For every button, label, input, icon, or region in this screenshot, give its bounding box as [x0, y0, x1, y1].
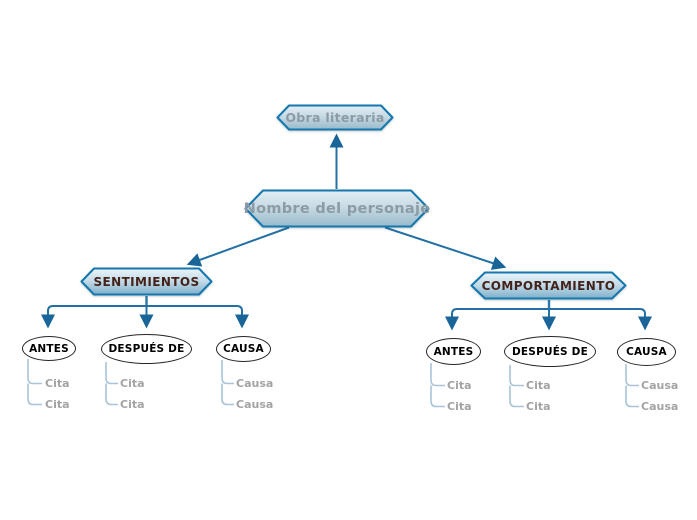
bracket-right-causa — [625, 364, 639, 408]
leaf-causa[interactable]: Causa — [641, 379, 679, 392]
leaf-causa[interactable]: Causa — [236, 398, 274, 411]
hexagon-shape — [244, 189, 430, 228]
leaf-cita[interactable]: Cita — [120, 377, 145, 390]
node-label: ANTES — [433, 345, 474, 358]
node-despues-de-right[interactable]: DESPUÉS DE — [504, 336, 596, 367]
node-label: DESPUÉS DE — [108, 343, 185, 355]
bracket-left-causa — [221, 360, 234, 406]
node-nombre-del-personaje[interactable]: Nombre del personaje — [244, 189, 430, 228]
edge-character-to-sentimientos — [186, 226, 290, 267]
node-label: COMPORTAMIENTO — [481, 278, 616, 293]
node-label: DESPUÉS DE — [512, 345, 588, 358]
bracket-left-antes — [27, 359, 42, 406]
leaf-cita[interactable]: Cita — [45, 398, 70, 411]
left-branch-rail — [47, 305, 243, 312]
bracket-left-despues — [105, 362, 118, 406]
node-label: CAUSA — [223, 343, 264, 355]
node-label: CAUSA — [626, 346, 667, 358]
leaf-cita[interactable]: Cita — [526, 400, 551, 413]
edge-character-to-comportamiento — [384, 226, 507, 270]
bracket-right-antes — [430, 363, 445, 408]
leaf-causa[interactable]: Causa — [641, 400, 679, 413]
node-label: Obra literaria — [285, 110, 385, 125]
node-label: ANTES — [29, 342, 69, 355]
node-antes-right[interactable]: ANTES — [426, 338, 481, 365]
leaf-cita[interactable]: Cita — [45, 377, 70, 390]
node-comportamiento[interactable]: COMPORTAMIENTO — [470, 271, 627, 300]
node-sentimientos[interactable]: SENTIMIENTOS — [80, 267, 213, 296]
node-label: Nombre del personaje — [243, 200, 431, 217]
hexagon-shape — [80, 267, 213, 296]
hexagon-shape — [276, 104, 394, 131]
leaf-cita[interactable]: Cita — [447, 400, 472, 413]
node-causa-left[interactable]: CAUSA — [216, 336, 271, 362]
bracket-right-despues — [509, 365, 524, 408]
node-despues-de-left[interactable]: DESPUÉS DE — [101, 334, 192, 364]
node-label: SENTIMIENTOS — [93, 274, 200, 289]
leaf-causa[interactable]: Causa — [236, 377, 274, 390]
leaf-cita[interactable]: Cita — [120, 398, 145, 411]
node-causa-right[interactable]: CAUSA — [617, 338, 676, 366]
leaf-cita[interactable]: Cita — [447, 379, 472, 392]
hexagon-shape — [470, 271, 627, 300]
leaf-cita[interactable]: Cita — [526, 379, 551, 392]
node-antes-left[interactable]: ANTES — [22, 336, 76, 361]
node-obra-literaria[interactable]: Obra literaria — [276, 104, 394, 131]
